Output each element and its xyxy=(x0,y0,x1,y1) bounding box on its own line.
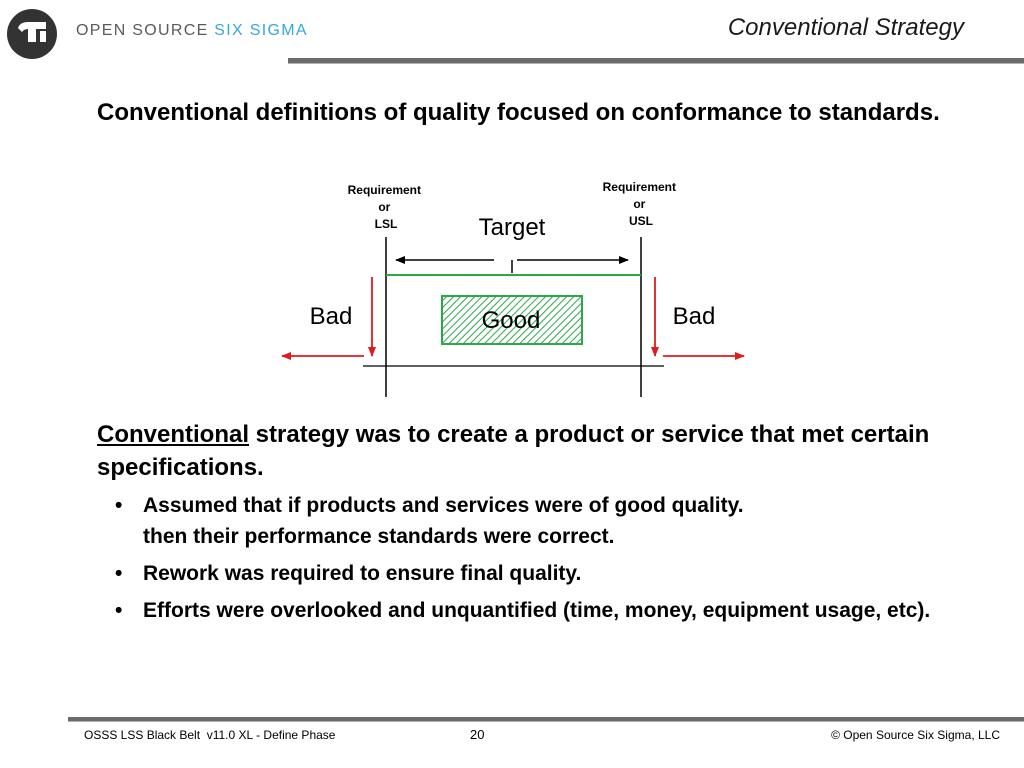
page-number: 20 xyxy=(470,727,485,742)
bullet-item: Assumed that if products and services we… xyxy=(115,490,975,552)
slide-title: Conventional Strategy xyxy=(727,14,964,41)
bad-right-label: Bad xyxy=(673,303,716,330)
bullet-item: Efforts were overlooked and unquantified… xyxy=(115,595,975,626)
usl-label: Requirement or USL xyxy=(603,180,680,228)
intro-heading: Conventional definitions of quality focu… xyxy=(97,99,940,126)
bullet-item: Rework was required to ensure final qual… xyxy=(115,558,975,589)
footer-rule-shadow xyxy=(68,721,1024,722)
bad-left-label: Bad xyxy=(310,303,353,330)
good-box xyxy=(441,295,583,345)
target-label: Target xyxy=(479,214,546,241)
conventional-strategy-paragraph: Conventional strategy was to create a pr… xyxy=(97,418,977,484)
good-label: Good xyxy=(482,307,541,334)
footer-course-label: OSSS LSS Black Belt v11.0 XL - Define Ph… xyxy=(84,728,336,742)
bullet-list: Assumed that if products and services we… xyxy=(115,490,975,632)
logo-wordmark: OPEN SOURCE SIX SIGMA xyxy=(76,22,308,39)
conventional-text: strategy was to create a product or serv… xyxy=(97,421,930,481)
footer-copyright: © Open Source Six Sigma, LLC xyxy=(831,728,1000,742)
header-rule-shadow xyxy=(288,63,1024,64)
conventional-keyword: Conventional xyxy=(97,421,250,448)
specification-diagram: Requirement or LSL Requirement or USL Ta… xyxy=(281,180,745,397)
logo-mark-icon xyxy=(7,9,57,59)
header-rule xyxy=(288,58,1024,63)
lsl-label: Requirement or LSL xyxy=(348,183,425,231)
footer-rule xyxy=(68,717,1024,721)
